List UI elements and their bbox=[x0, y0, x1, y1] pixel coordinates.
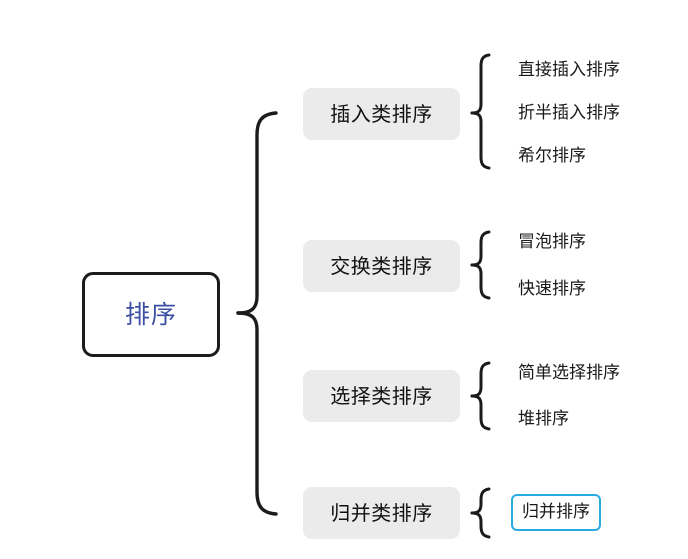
branch-node-selection[interactable]: 选择类排序 bbox=[303, 370, 460, 422]
branch-node-label: 归并类排序 bbox=[330, 501, 433, 525]
leaf-item-label: 归并排序 bbox=[522, 502, 590, 522]
leaf-item-simple-selection[interactable]: 简单选择排序 bbox=[518, 363, 620, 383]
leaf-item-shell-sort[interactable]: 希尔排序 bbox=[518, 146, 586, 166]
leaf-item-direct-insertion[interactable]: 直接插入排序 bbox=[518, 60, 620, 80]
branch-node-exchange[interactable]: 交换类排序 bbox=[303, 240, 460, 292]
branch-node-merge[interactable]: 归并类排序 bbox=[303, 487, 460, 539]
branch-node-label: 插入类排序 bbox=[330, 102, 433, 126]
branch-node-insertion[interactable]: 插入类排序 bbox=[303, 88, 460, 140]
leaf-item-merge-sort-selected[interactable]: 归并排序 bbox=[511, 494, 601, 531]
root-node-sorting[interactable]: 排序 bbox=[82, 272, 220, 357]
leaf-item-heap-sort[interactable]: 堆排序 bbox=[518, 409, 569, 429]
leaf-item-bubble-sort[interactable]: 冒泡排序 bbox=[518, 232, 586, 252]
branch-node-label: 交换类排序 bbox=[330, 254, 433, 278]
branch-node-label: 选择类排序 bbox=[330, 384, 433, 408]
leaf-item-quick-sort[interactable]: 快速排序 bbox=[518, 279, 586, 299]
leaf-item-binary-insertion[interactable]: 折半插入排序 bbox=[518, 103, 620, 123]
root-node-label: 排序 bbox=[124, 300, 177, 329]
